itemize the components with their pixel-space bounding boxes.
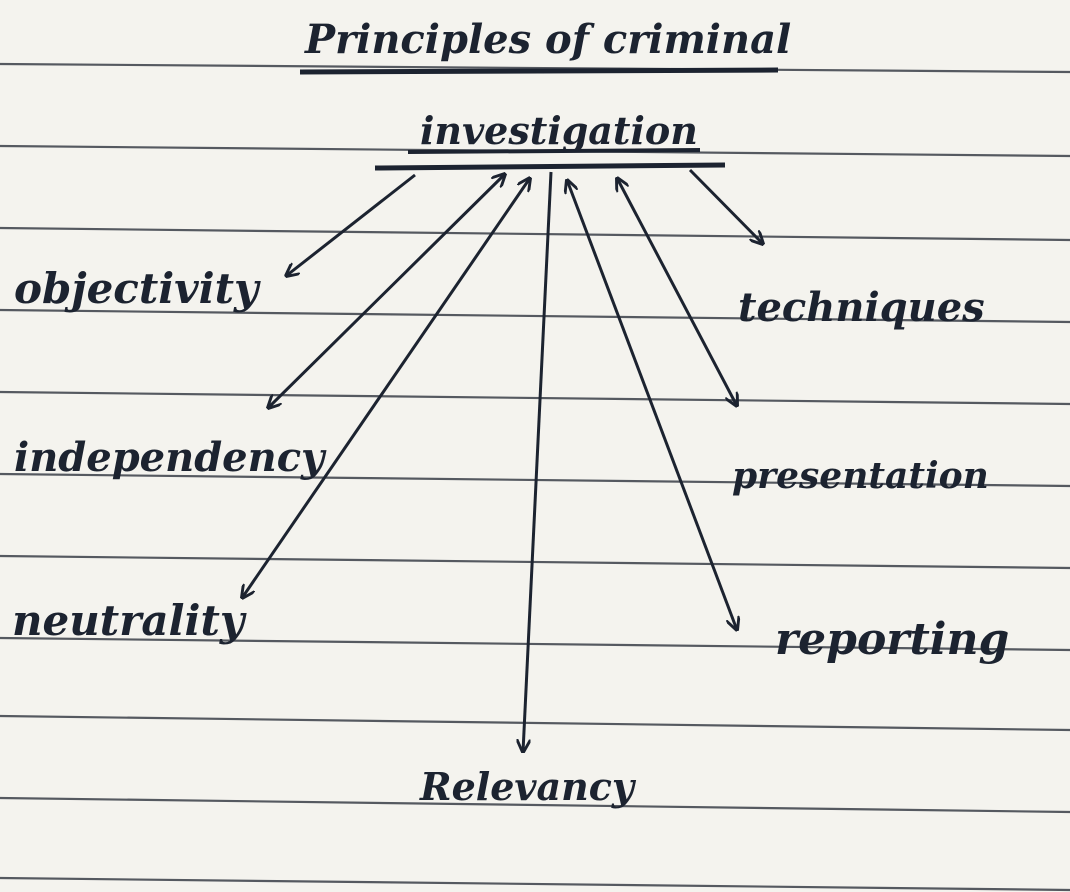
arrow-relevancy xyxy=(523,171,553,752)
arrow-independency xyxy=(268,174,505,408)
arrow-techniques xyxy=(688,168,763,244)
arrow-presentation xyxy=(617,178,737,406)
title-underline-1 xyxy=(299,67,779,75)
label-objectivity: objectivity xyxy=(14,264,259,313)
hub-bar xyxy=(374,162,726,171)
arrow-neutrality xyxy=(242,178,530,598)
label-presentation: presentation xyxy=(732,455,989,497)
arrows xyxy=(242,168,763,752)
label-independency: independency xyxy=(14,434,325,481)
label-reporting: reporting xyxy=(775,614,1010,665)
arrow-objectivity xyxy=(286,173,416,276)
title-line-1: Principles of criminal xyxy=(305,16,792,63)
label-neutrality: neutrality xyxy=(12,596,245,645)
label-techniques: techniques xyxy=(738,284,985,331)
label-relevancy: Relevancy xyxy=(420,764,634,809)
title-underline-2 xyxy=(407,148,701,154)
title-line-2: investigation xyxy=(420,108,698,153)
